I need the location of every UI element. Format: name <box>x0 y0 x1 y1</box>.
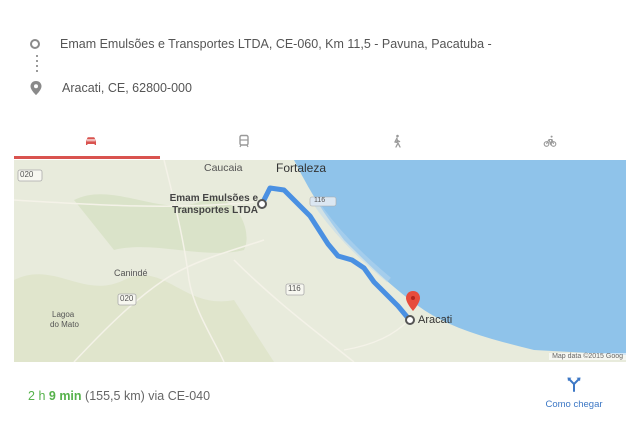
route-summary: 2 h 9 min (155,5 km) via CE-040 <box>28 389 210 403</box>
route-dots-icon <box>36 55 38 75</box>
travel-time: 2 h 9 min <box>28 389 82 403</box>
hours-unit: h <box>38 389 46 403</box>
minutes-unit: min <box>59 389 82 403</box>
route-line <box>259 185 411 321</box>
destination-row[interactable]: Aracati, CE, 62800-000 <box>30 81 192 95</box>
destination-marker-icon <box>406 291 420 311</box>
origin-marker-icon <box>257 199 267 209</box>
map-canvas <box>14 160 626 362</box>
map-attribution: Map data ©2015 Goog <box>549 353 626 360</box>
directions-button[interactable]: Como chegar <box>532 376 616 412</box>
route-map[interactable]: 020 020 116 116 Caucaia Fortaleza Emam E… <box>14 160 626 362</box>
road-shield-label: 116 <box>314 197 326 204</box>
tab-drive[interactable] <box>14 122 167 160</box>
destination-address: Aracati, CE, 62800-000 <box>62 81 192 95</box>
travel-mode-tabs <box>14 122 626 160</box>
origin-place-line1: Emam Emulsões e <box>169 193 258 204</box>
map-label-lagoa: Lagoa <box>52 310 75 319</box>
distance-and-route: (155,5 km) via CE-040 <box>85 389 211 403</box>
map-label-origin-place: Emam Emulsões e Transportes LTDA <box>134 193 258 217</box>
origin-place-line2: Transportes LTDA <box>172 205 258 216</box>
tab-walk[interactable] <box>320 122 473 160</box>
tab-transit[interactable] <box>167 122 320 160</box>
road-shield-label: 116 <box>288 284 301 293</box>
map-label-caninde: Canindé <box>114 268 148 278</box>
tab-bike[interactable] <box>473 122 626 160</box>
travel-minutes: 9 <box>48 389 56 403</box>
bike-icon <box>543 135 556 147</box>
directions-fork-icon <box>567 377 581 392</box>
map-label-caucaia: Caucaia <box>204 162 243 174</box>
travel-hours: 2 <box>28 389 35 403</box>
road-shield-label: 020 <box>120 294 134 303</box>
selected-tab-indicator <box>14 156 160 159</box>
map-label-aracati: Aracati <box>418 314 453 326</box>
road-shield-label: 020 <box>20 170 34 179</box>
destination-dot-icon <box>405 315 415 325</box>
directions-label: Como chegar <box>545 399 603 410</box>
transit-icon <box>238 134 249 148</box>
origin-row[interactable]: Emam Emulsões e Transportes LTDA, CE-060… <box>30 37 492 51</box>
map-label-mato: do Mato <box>50 320 79 329</box>
origin-address: Emam Emulsões e Transportes LTDA, CE-060… <box>60 37 492 51</box>
car-icon <box>85 137 96 145</box>
origin-circle-icon <box>30 39 40 49</box>
map-label-fortaleza: Fortaleza <box>276 161 327 175</box>
walk-icon <box>393 134 401 148</box>
destination-pin-icon <box>30 81 42 95</box>
